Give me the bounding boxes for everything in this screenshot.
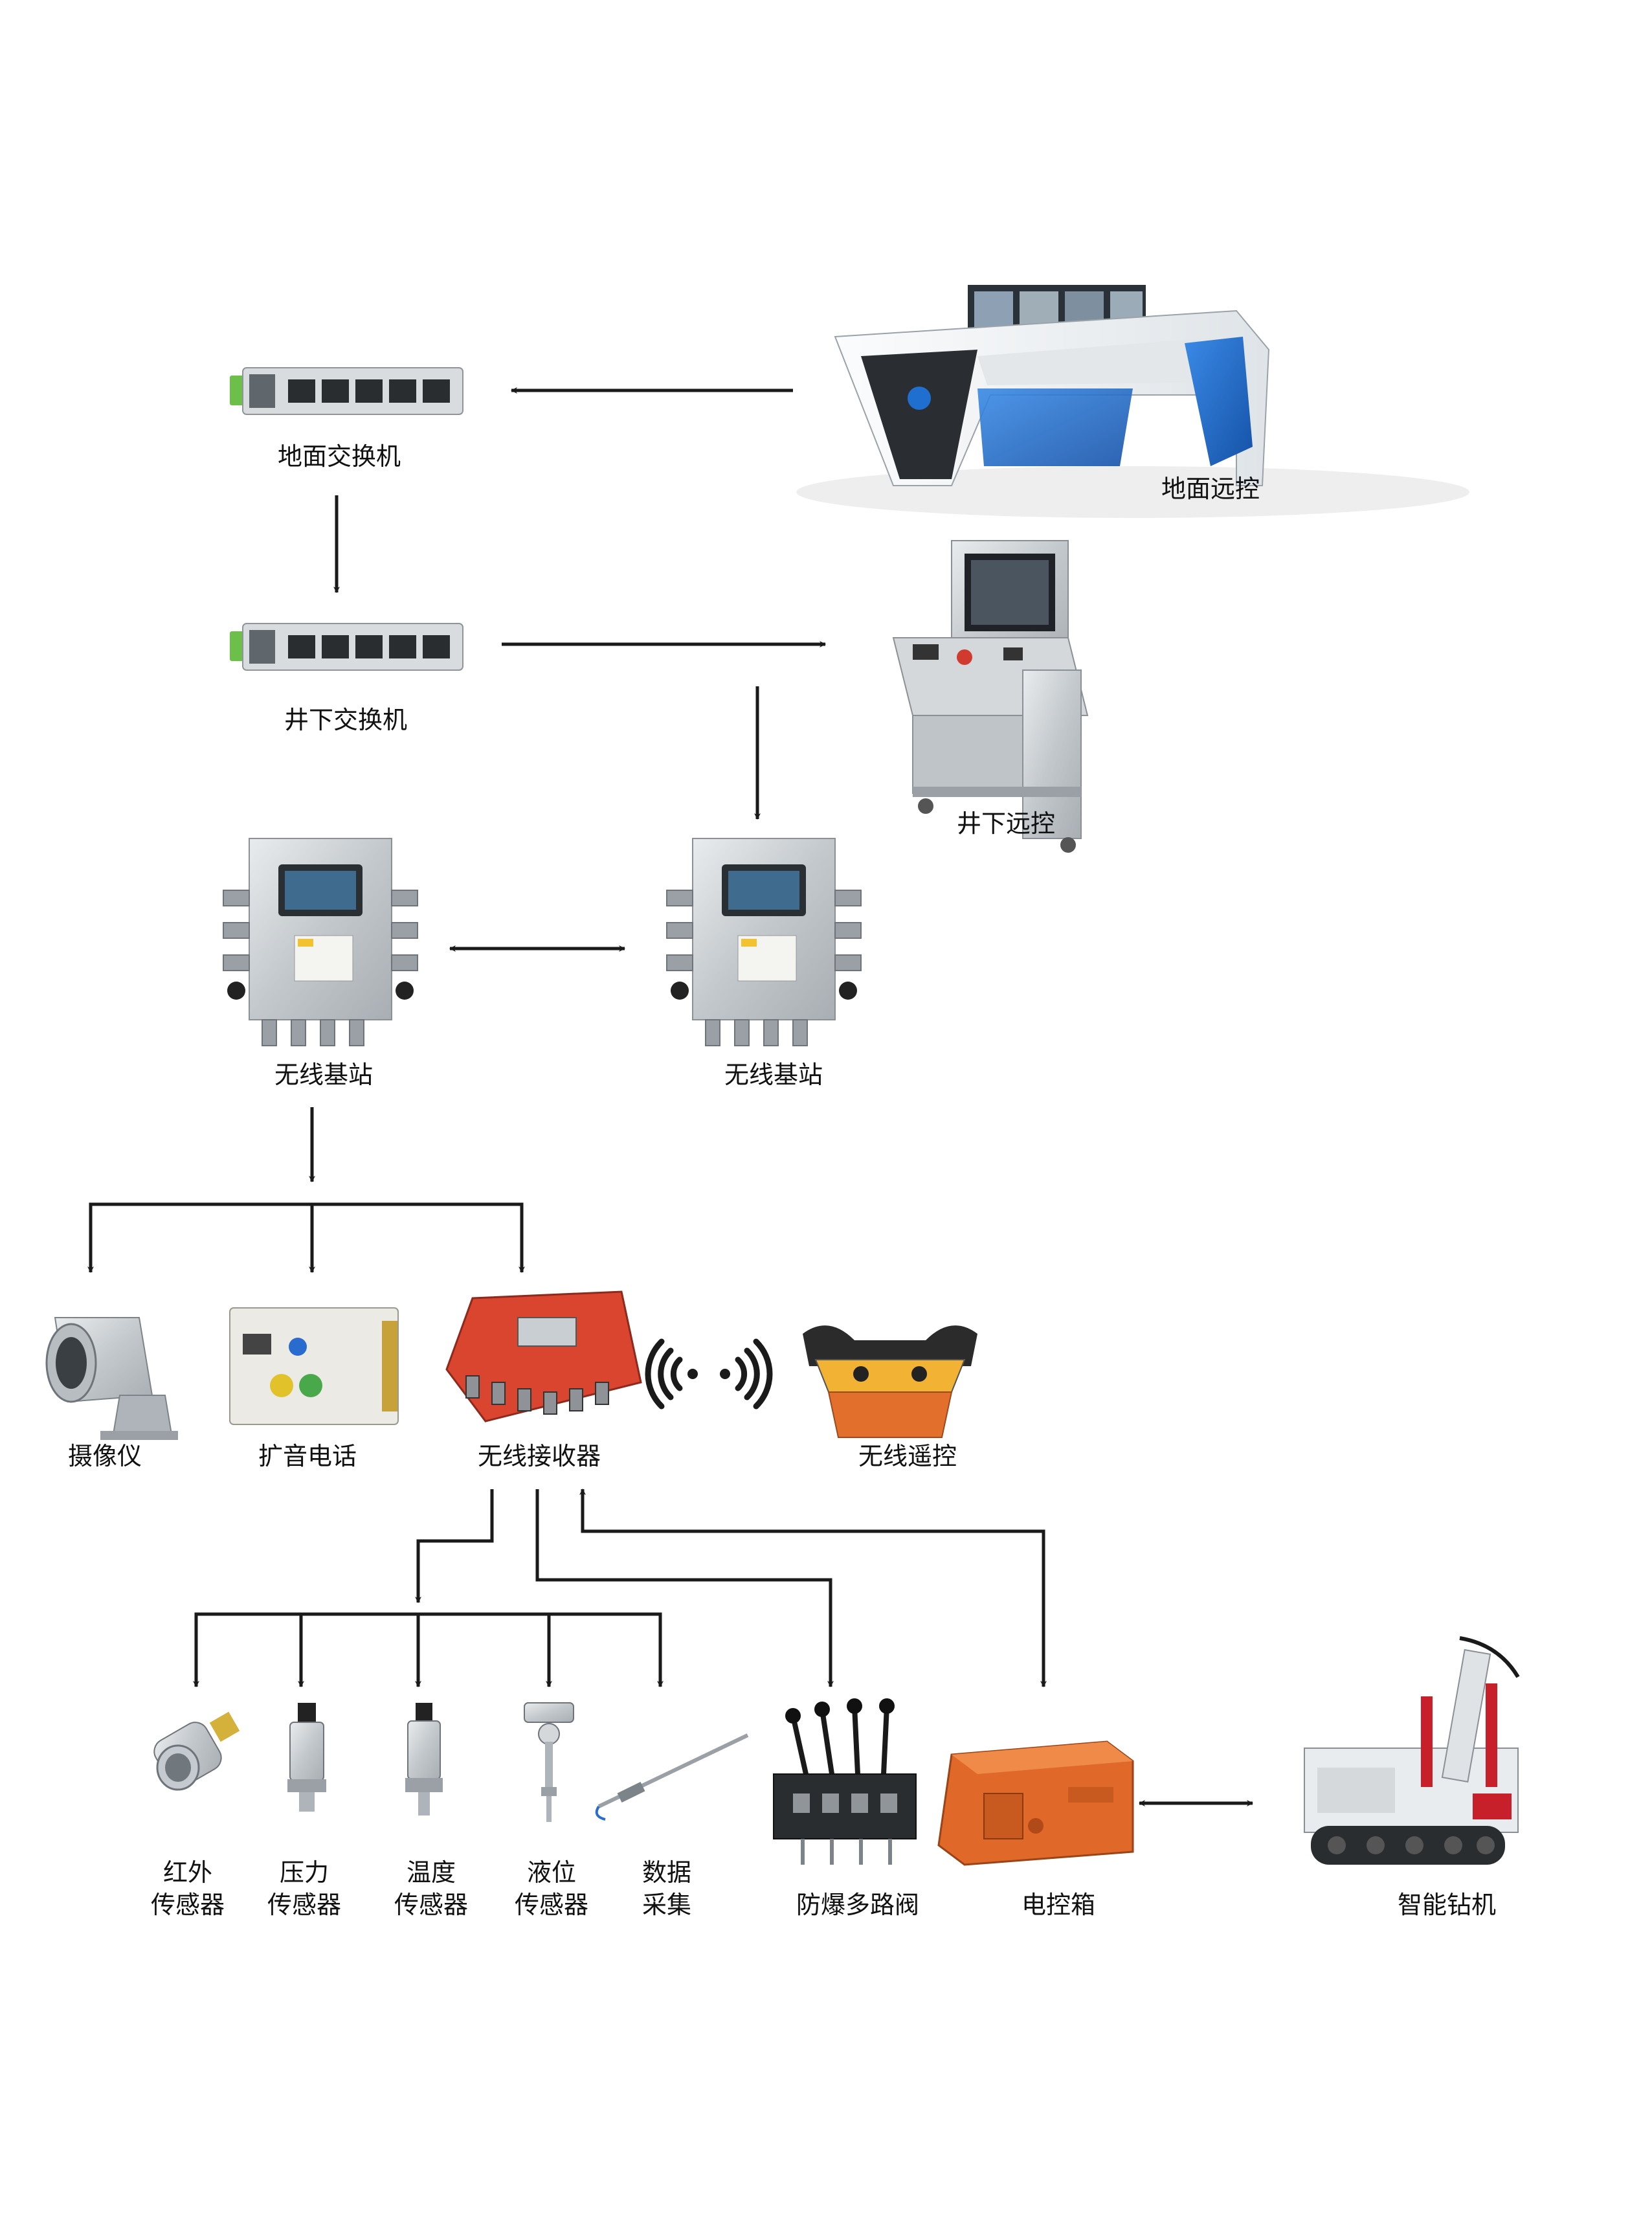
label-drill: 智能钻机 — [1398, 1891, 1496, 1919]
label-level-sensor-2: 传感器 — [515, 1891, 588, 1919]
control-desk-icon — [796, 285, 1469, 518]
wireless-signal-icon — [645, 1338, 773, 1410]
edge-sensor-bus — [193, 1612, 664, 1687]
electric-control-box-icon — [937, 1740, 1134, 1866]
level-sensor-icon — [524, 1702, 574, 1822]
temperature-sensor-icon — [405, 1703, 443, 1816]
pressure-sensor-icon — [287, 1703, 326, 1812]
label-level-sensor-1: 液位 — [527, 1858, 576, 1887]
drilling-rig-icon — [1304, 1636, 1520, 1865]
label-base-station-1: 无线基站 — [274, 1061, 373, 1089]
infrared-sensor-icon — [153, 1711, 240, 1791]
label-wireless-remote: 无线遥控 — [858, 1442, 957, 1470]
network-switch-icon — [230, 367, 463, 415]
label-ground-switch: 地面交换机 — [278, 442, 401, 471]
label-temperature-sensor-2: 传感器 — [394, 1891, 468, 1919]
label-infrared-sensor-1: 红外 — [163, 1858, 212, 1887]
edge-receiver-to-sensor-bus — [415, 1489, 494, 1603]
remote-controller-icon — [803, 1325, 977, 1438]
base-station-icon — [666, 838, 862, 1046]
label-valve: 防爆多路阀 — [796, 1891, 919, 1919]
edge-bus-camera-phone-receiver — [87, 1202, 525, 1273]
label-pressure-sensor-2: 传感器 — [267, 1891, 341, 1919]
edge-control-box-to-receiver — [579, 1489, 1047, 1687]
control-cabinet-icon — [892, 540, 1089, 853]
multi-valve-icon — [773, 1698, 917, 1865]
label-base-station-2: 无线基站 — [724, 1061, 823, 1089]
label-camera: 摄像仪 — [68, 1442, 142, 1470]
probe-rod-icon — [595, 1733, 749, 1821]
label-pressure-sensor-1: 压力 — [280, 1858, 329, 1887]
network-switch-icon — [230, 623, 463, 671]
label-data-acquisition-1: 数据 — [642, 1858, 691, 1887]
label-underground-remote: 井下远控 — [957, 809, 1055, 838]
label-temperature-sensor-1: 温度 — [407, 1858, 456, 1887]
label-infrared-sensor-2: 传感器 — [151, 1891, 225, 1919]
label-data-acquisition-2: 采集 — [642, 1891, 691, 1919]
label-ground-remote: 地面远控 — [1161, 475, 1260, 503]
label-receiver: 无线接收器 — [478, 1442, 601, 1470]
edges — [87, 387, 1253, 1806]
receiver-box-icon — [445, 1290, 642, 1422]
labels: 地面交换机 井下交换机 地面远控 井下远控 无线基站 无线基站 摄像仪 扩音电话… — [68, 442, 1496, 1919]
camera-icon — [45, 1317, 178, 1440]
intercom-phone-icon — [229, 1307, 399, 1425]
label-phone: 扩音电话 — [258, 1442, 357, 1470]
label-control-box: 电控箱 — [1021, 1891, 1095, 1919]
label-underground-switch: 井下交换机 — [284, 706, 407, 734]
base-station-icon — [223, 838, 418, 1046]
